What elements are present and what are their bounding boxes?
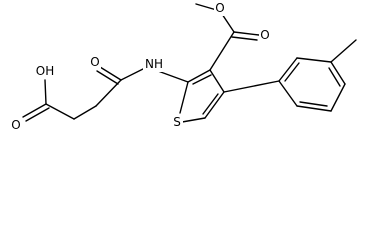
amide-carbonyl-oxygen-text: O [90,55,99,69]
bond-aryl-to-methyl [330,39,357,63]
bond-amide-carbonyl-double-outer [99,66,122,81]
hydroxyl-text: OH [36,64,54,78]
thiophene-sulfur-label: S [171,114,183,130]
bond-ester-carbonyl-double-inner [231,36,258,41]
bond-amide-carbon-to-nitrogen [120,66,148,81]
bond-ester-carbonyl-double-outer [233,31,260,36]
bond-aryl-5-6-double [299,101,328,107]
bond-acid-carbonyl-double-inner [25,107,50,122]
bond-aryl-3-4 [330,61,346,85]
bond-ring-to-ester-carbon [209,31,235,71]
bond-acid-carbon-to-ch2 [45,103,75,120]
bond-thiophene-c4-c5 [204,91,225,119]
hydroxyl-label: OH [34,63,56,78]
bond-amide-carbonyl-double-inner [96,70,119,85]
bond-acid-carbonyl-double-outer [22,103,47,118]
bond-thiophene-c4-c5-double [202,93,219,115]
bond-aryl-4-5 [330,83,346,112]
bond-ch2-to-ch2 [73,105,97,120]
bond-aryl-2-3 [296,57,332,63]
thiophene-sulfur-text: S [173,115,181,129]
bonds [22,3,357,123]
bond-thiophene-to-aryl [223,80,280,93]
amide-nitrogen-label: NH [143,57,165,72]
acid-carbonyl-oxygen-text: O [11,118,20,132]
bond-thiophene-c5-s [181,117,206,123]
bond-aryl-3-4-double [328,67,341,87]
bond-thiophene-c2-c3 [187,69,211,83]
amide-carbonyl-oxygen-label: O [89,54,101,69]
amide-nitrogen-text: NH [145,57,163,71]
bond-thiophene-c2-c3-double [192,74,212,85]
ester-carbonyl-oxygen-text: O [260,28,269,42]
chemical-structure: OH O O NH O O S [10,1,357,132]
atom-labels: OH O O NH O O S [10,1,271,132]
bond-thiophene-c3-c4 [209,69,225,93]
bond-aryl-1-2 [278,57,298,82]
bond-aryl-6-1 [278,80,298,107]
ester-alkoxy-oxygen-text: O [215,1,224,15]
ester-alkoxy-oxygen-label: O [214,1,226,16]
acid-carbonyl-oxygen-label: O [10,117,22,132]
bond-aryl-1-2-double [284,62,300,82]
ester-carbonyl-oxygen-label: O [259,28,271,43]
bond-ch2-to-amide-carbon [95,79,122,107]
bond-aryl-5-6 [296,105,332,112]
bond-hydroxyl-to-acid-carbon [44,79,47,105]
bond-thiophene-s-c2 [179,81,189,114]
